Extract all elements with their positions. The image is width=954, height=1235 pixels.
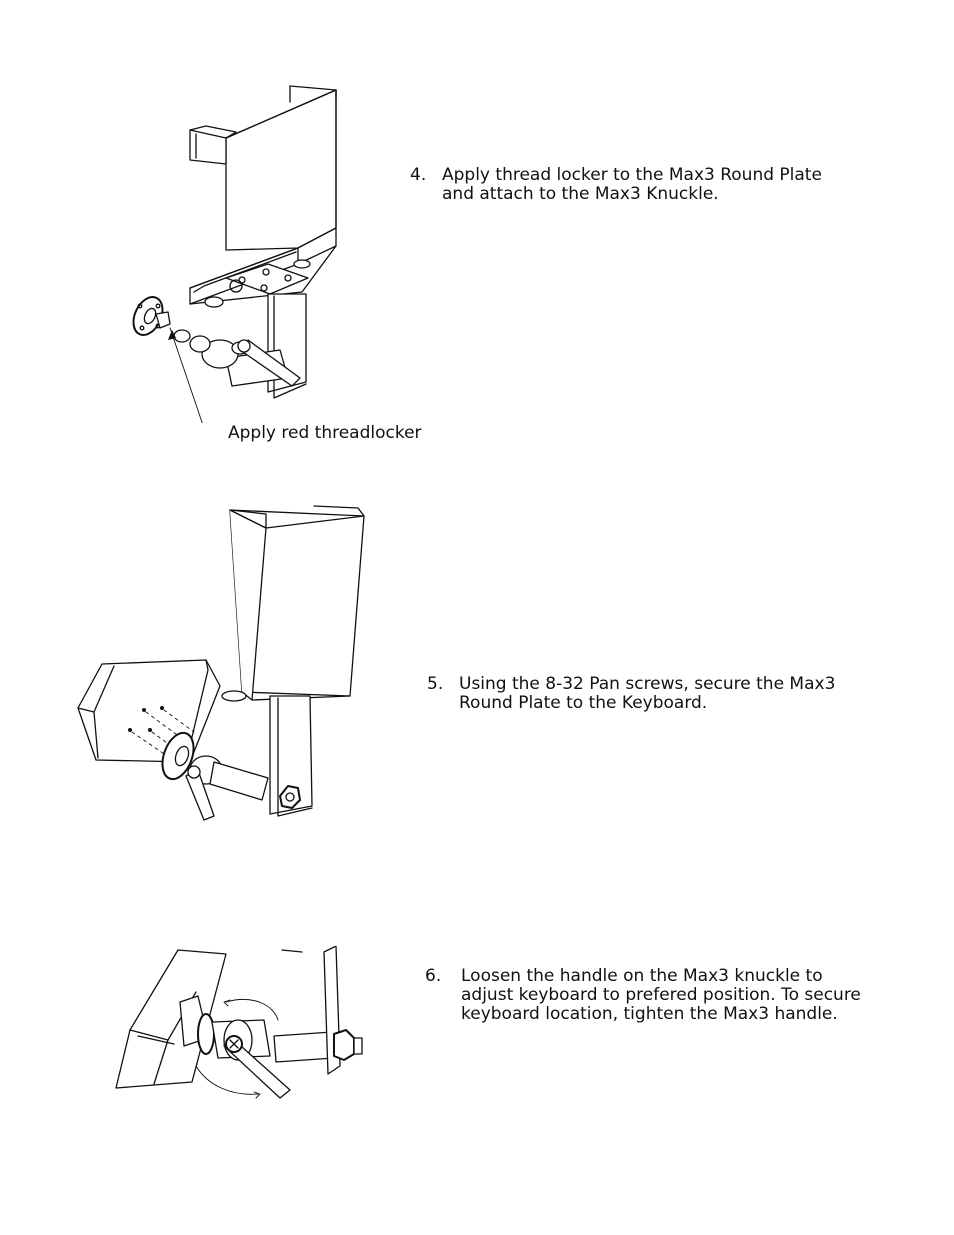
step-text: Apply thread locker to the Max3 Round Pl… bbox=[442, 165, 822, 204]
enclosure-drawing bbox=[221, 505, 365, 817]
step-number: 4. bbox=[410, 165, 427, 185]
knuckle-drawing bbox=[161, 731, 269, 821]
figure-step-4 bbox=[120, 78, 360, 423]
knuckle-drawing bbox=[197, 946, 363, 1099]
step-5: 5. Using the 8-32 Pan screws, secure the… bbox=[427, 675, 887, 717]
callout-leader bbox=[169, 327, 203, 423]
step-4: 4. Apply thread locker to the Max3 Round… bbox=[410, 166, 890, 208]
figure-step-6 bbox=[114, 946, 364, 1106]
step-text: Loosen the handle on the Max3 knuckle to… bbox=[461, 966, 861, 1024]
round-plate-drawing bbox=[132, 296, 171, 336]
step-6: 6. Loosen the handle on the Max3 knuckle… bbox=[425, 967, 925, 1029]
rotation-arrows-drawing bbox=[195, 998, 279, 1099]
step-text: Using the 8-32 Pan screws, secure the Ma… bbox=[459, 674, 836, 713]
knuckle-drawing bbox=[173, 329, 301, 387]
step-number: 6. bbox=[425, 966, 442, 986]
keyboard-drawing bbox=[77, 659, 221, 763]
callout-threadlocker: Apply red threadlocker bbox=[228, 423, 422, 443]
figure-step-5 bbox=[74, 500, 374, 825]
step-number: 5. bbox=[427, 674, 444, 694]
